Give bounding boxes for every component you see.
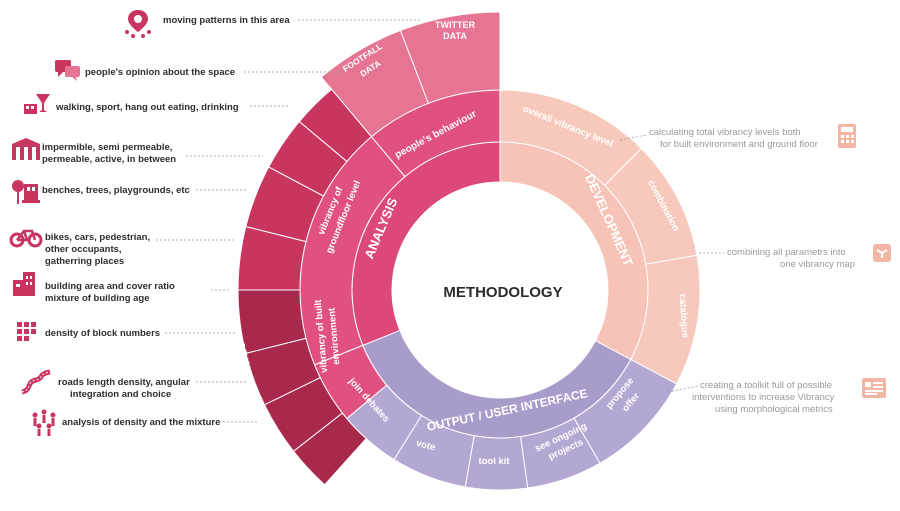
annotation-left-7a: building area and cover ratio (45, 281, 175, 292)
leader-right-3 (667, 385, 699, 393)
outer-building (237, 289, 307, 354)
outer-roads (263, 377, 344, 453)
label-toolkit: tool kit (478, 456, 510, 467)
label-vibrancy-built-2: environment (326, 307, 342, 366)
annotation-left-6c: gatherring places (45, 256, 124, 267)
outer-existance (245, 166, 325, 243)
annotation-left-4b: permeable, active, in between (42, 154, 176, 165)
annotation-left-3: walking, sport, hang out eating, drinkin… (55, 102, 239, 113)
outer-poi (292, 412, 367, 486)
location-people-icon (125, 10, 151, 38)
merge-icon (873, 244, 891, 262)
right-annotations: calculating total vibrancy levels both f… (649, 127, 855, 415)
annotation-right-2b: one vibrancy map (780, 259, 855, 270)
outer-frontage (267, 120, 348, 197)
label-blocks: BLOCKS (229, 294, 242, 331)
annotation-left-6b: other occupants, (45, 244, 122, 255)
annotation-left-4a: impermible, semi permeable, (42, 142, 172, 153)
annotation-right-3a: creating a toolkit full of possible (700, 380, 832, 391)
outer-twitter (399, 11, 501, 104)
annotation-left-9a: roads length density, angular (58, 377, 190, 388)
calculator-icon (838, 124, 856, 148)
sunburst-wedges (237, 11, 701, 491)
output-propose-ring (573, 358, 678, 464)
label-building: BUILDING (228, 242, 240, 284)
output-toolkit-ring (464, 435, 529, 491)
food-drink-icon (24, 94, 50, 114)
annotation-right-3b: interventions to increase Vibrancy (692, 392, 835, 403)
leader-right-1 (619, 134, 647, 141)
annotation-left-8: density of block numbers (45, 328, 160, 339)
outer-activities (237, 226, 307, 291)
output-ongoing-ring (520, 417, 601, 489)
outer-mixture-uses (298, 88, 373, 163)
leader-lines (156, 19, 724, 423)
toolkit-icon (862, 378, 886, 398)
annotation-left-6a: bikes, cars, pedestrian, (45, 232, 150, 243)
poi-people-icon (32, 409, 56, 436)
road-icon (21, 369, 51, 395)
annotation-right-1b: for built environment and ground floor (660, 139, 818, 150)
urban-furniture-icon (12, 180, 40, 204)
annotation-left-5: benches, trees, playgrounds, etc (42, 185, 190, 196)
speech-bubbles-icon (55, 60, 80, 81)
annotation-right-2a: combining all parametrs into (727, 247, 846, 258)
buildings-icon (13, 272, 35, 296)
blocks-grid-icon (17, 322, 36, 341)
annotation-left-2: people's opinion about the space (85, 67, 235, 78)
building-facade-icon (12, 138, 40, 160)
outer-blocks (245, 337, 321, 406)
label-twitter-1: TWITTER (435, 20, 475, 30)
label-vote: vote (415, 438, 437, 454)
annotation-left-10: analysis of density and the mixture (62, 417, 220, 428)
annotation-right-3c: using morphological metrics (715, 404, 833, 415)
left-annotations: moving patterns in this area people's op… (42, 15, 290, 428)
annotation-left-7b: mixture of building age (45, 293, 150, 304)
outer-footfall (320, 29, 429, 138)
annotation-right-1a: calculating total vibrancy levels both (649, 127, 801, 138)
center-title: METHODOLOGY (443, 284, 562, 301)
annotation-left-9b: integration and choice (70, 389, 171, 400)
label-catalogue: catalogue (676, 293, 690, 338)
bicycle-icon (9, 229, 43, 248)
annotation-left-1: moving patterns in this area (163, 15, 290, 26)
label-twitter-2: DATA (443, 31, 467, 41)
output-vote-ring (393, 414, 475, 488)
